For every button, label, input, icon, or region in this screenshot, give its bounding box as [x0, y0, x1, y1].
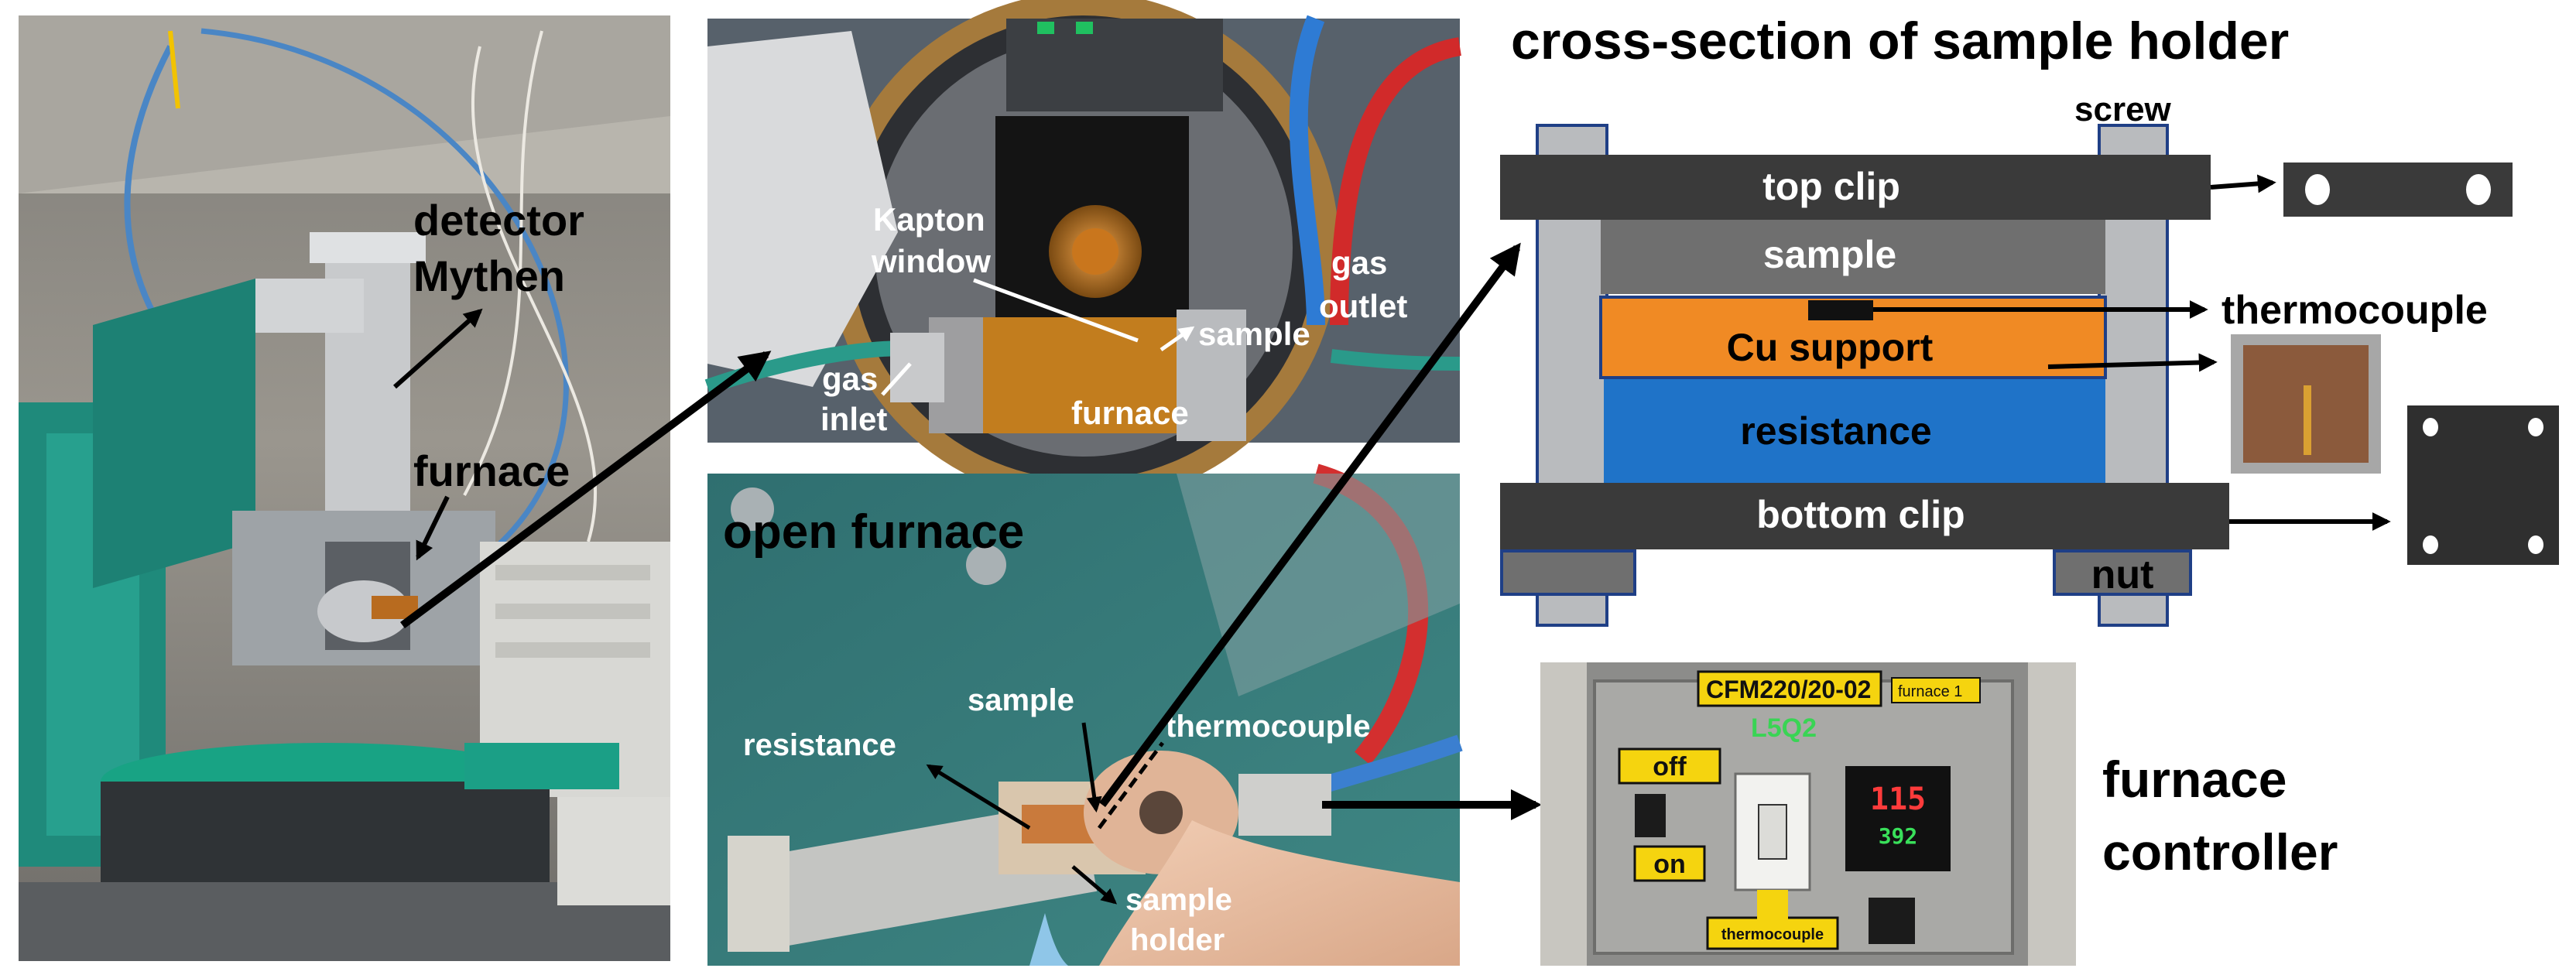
controller-caption-1: furnace [2102, 751, 2287, 808]
off-label: off [1653, 752, 1687, 782]
power-switch [1635, 794, 1666, 837]
screw-label: screw [2074, 91, 2172, 128]
open-resistance-arrow [926, 764, 1031, 830]
open-holder-label-2: holder [1130, 923, 1225, 957]
left-nut [1500, 549, 1636, 596]
thermocouple-label: thermocouple [2221, 288, 2488, 333]
cross-section-diagram: cross-section of sample holder top clip … [1500, 12, 2559, 627]
display-sv: 392 [1879, 823, 1918, 849]
furnace-label-closed: furnace [1071, 395, 1189, 431]
on-label: on [1653, 850, 1686, 879]
open-resistance-label: resistance [743, 728, 896, 762]
photo-closed-furnace: Kapton window gas outlet gas inlet sampl… [704, 0, 1462, 503]
gas-outlet-label-1: gas [1331, 245, 1387, 281]
open-sample-arrow [1081, 722, 1102, 812]
gas-inlet-line [881, 362, 912, 396]
connector [1869, 898, 1915, 944]
sample-arrow [1160, 326, 1195, 352]
cu-support-label: Cu support [1727, 326, 1934, 369]
connector-arrows [400, 242, 1542, 820]
furnace-label: furnace [413, 446, 570, 495]
controller-caption-2: controller [2102, 823, 2338, 881]
gas-inlet-label-1: gas [822, 361, 878, 397]
thermocouple-slot [1808, 300, 1873, 320]
open-holder-arrow [1071, 865, 1118, 905]
furnace-arrow [416, 495, 450, 561]
open-sample-label: sample [968, 683, 1074, 717]
furnace-1-label: furnace 1 [1898, 683, 1962, 700]
resistance-label: resistance [1740, 409, 1931, 453]
sample-layer [1601, 220, 2105, 294]
arrow-open-to-cross-section [1098, 242, 1521, 807]
right-nut [2053, 549, 2192, 596]
kapton-line [973, 278, 1139, 343]
open-thermocouple-line [1097, 741, 1165, 830]
gas-outlet-label-2: outlet [1319, 288, 1407, 324]
sample-label: sample [1198, 316, 1310, 352]
resistance-layer [1604, 379, 2105, 483]
controller-model: CFM220/20-02 [1706, 676, 1871, 703]
bottom-clip [1500, 483, 2229, 549]
on-tag [1633, 845, 1706, 882]
furnace-1-tag [1891, 677, 1981, 703]
controller-code: L5Q2 [1751, 713, 1817, 743]
thermocouple-tag [1706, 916, 1839, 950]
mythen-label: Mythen [413, 251, 565, 300]
top-clip-part-arrow [2210, 174, 2276, 193]
cross-section-title: cross-section of sample holder [1511, 12, 2289, 70]
sample-layer-label: sample [1763, 233, 1896, 276]
cu-photo-arrow [2047, 353, 2218, 372]
thermocouple-tag-label: thermocouple [1721, 926, 1824, 943]
temperature-display [1845, 766, 1951, 871]
detector-arrow [393, 308, 483, 389]
nut-label: nut [2091, 552, 2154, 597]
photo-setup: detector Mythen furnace [19, 15, 670, 961]
open-furnace-title: open furnace [723, 505, 1024, 559]
controller-model-tag [1697, 670, 1882, 707]
photo-open-furnace: open furnace sample resistance thermocou… [707, 464, 1463, 966]
detector-label: detector [413, 196, 584, 245]
arrow-setup-to-closed [400, 351, 772, 629]
off-tag [1618, 748, 1721, 785]
photo-controller: CFM220/20-02 furnace 1 L5Q2 off on 115 3… [1540, 662, 2076, 966]
display-pv: 115 [1870, 782, 1926, 817]
bottom-clip-label: bottom clip [1756, 493, 1965, 536]
gas-inlet-label-2: inlet [820, 401, 887, 437]
window-label: window [871, 243, 991, 279]
open-holder-label-1: sample [1125, 883, 1232, 917]
top-clip-label: top clip [1762, 165, 1900, 208]
kapton-label: Kapton [873, 201, 985, 238]
top-clip [1500, 155, 2211, 220]
open-thermocouple-label: thermocouple [1166, 710, 1370, 744]
